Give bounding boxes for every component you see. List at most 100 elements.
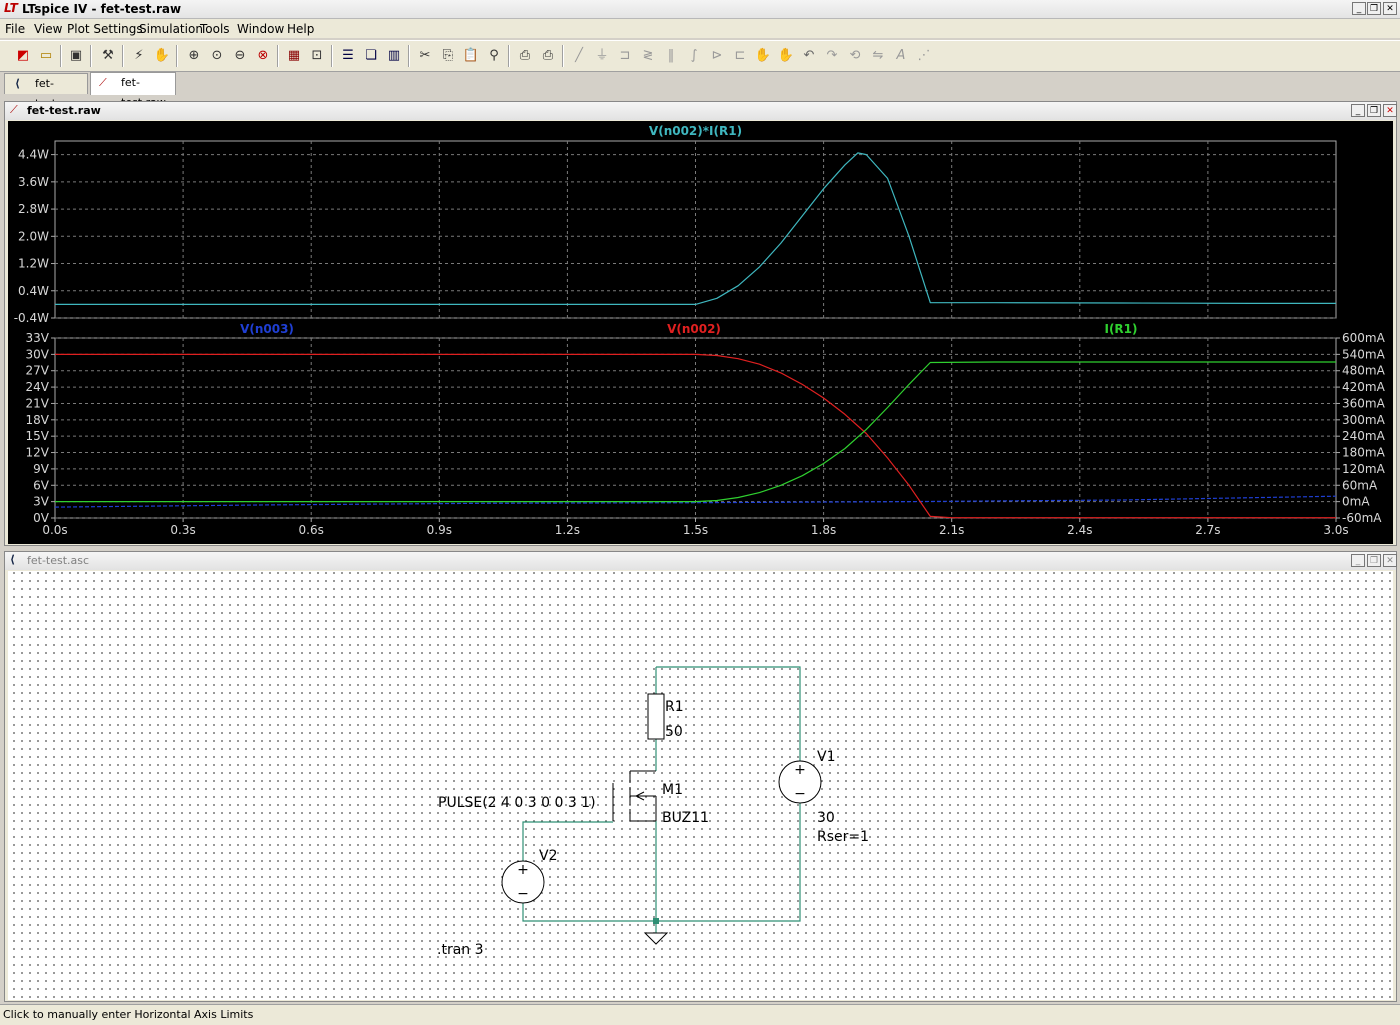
label-net-icon[interactable]: ⊐	[619, 48, 631, 63]
ground-icon[interactable]: ⏚	[595, 48, 609, 63]
menu-tools[interactable]: Tools	[200, 22, 230, 36]
plot-minimize-button[interactable]: _	[1351, 104, 1365, 117]
tab-fet-test-asc[interactable]: ⟨ fet-test.asc	[4, 73, 88, 110]
plot-restore-button[interactable]: ❐	[1367, 104, 1381, 117]
right-y-tick-label: 240mA	[1342, 429, 1386, 443]
ground-icon[interactable]	[643, 932, 669, 945]
power-trace[interactable]	[55, 152, 1336, 305]
wire-top[interactable]	[656, 666, 801, 761]
v1-source[interactable]: + −	[778, 760, 822, 804]
zoom-out-icon[interactable]: ⊖	[234, 48, 246, 63]
plot-close-button[interactable]: ✕	[1383, 104, 1397, 117]
cut-icon[interactable]: ✂	[419, 48, 431, 63]
zoom-cancel-icon[interactable]: ⊗	[257, 48, 269, 63]
tile-horizontal-icon[interactable]: ☰	[342, 48, 354, 63]
control-panel-icon[interactable]: ⚒	[102, 48, 114, 63]
move-icon[interactable]: ✋	[754, 48, 772, 63]
cascade-icon[interactable]: ❏	[365, 48, 377, 63]
paste-icon[interactable]: 📋	[462, 48, 480, 63]
trace-vn003[interactable]	[54, 495, 1337, 508]
tab-fet-test-raw[interactable]: ⟋ fet-test.raw	[90, 72, 176, 109]
menu-simulation[interactable]: Simulation	[139, 22, 203, 36]
menu-help[interactable]: Help	[287, 22, 315, 36]
power-y-tick-label: 1.2W	[18, 257, 49, 271]
schematic-drawing[interactable]: + − + − R1 50 M1 BUZ11 V1 30 Rser=1 V2 P…	[8, 571, 1393, 1000]
x-tick-label: 0.3s	[170, 523, 195, 537]
v2-source[interactable]: + −	[501, 860, 545, 904]
trace-vn002[interactable]	[55, 353, 1336, 519]
new-schematic-icon[interactable]: ◩	[16, 48, 30, 63]
fit-icon[interactable]: ⊡	[311, 48, 323, 63]
trace-label-vn002[interactable]: V(n002)	[667, 322, 721, 336]
v1-name-label: V1	[817, 749, 835, 765]
r1-resistor[interactable]	[647, 693, 665, 740]
schematic-restore-button[interactable]: ❐	[1367, 554, 1381, 567]
waveform-plots[interactable]: 4.4W3.6W2.8W2.0W1.2W0.4W-0.4WV(n002)*I(R…	[8, 121, 1393, 544]
copy-icon[interactable]: ⎘	[442, 48, 454, 63]
schematic-minimize-button[interactable]: _	[1351, 554, 1365, 567]
autorange-icon[interactable]: ▦	[287, 48, 301, 63]
capacitor-icon[interactable]: ‖	[667, 48, 675, 63]
wires[interactable]	[522, 666, 801, 933]
zoom-in-icon[interactable]: ⊕	[188, 48, 200, 63]
component-icon[interactable]: ⊏	[734, 48, 746, 63]
mirror-icon[interactable]: ⇋	[872, 48, 884, 63]
redo-icon[interactable]: ↷	[826, 48, 838, 63]
text-icon[interactable]: A	[896, 48, 906, 63]
menu-window[interactable]: Window	[237, 22, 285, 36]
menu-view[interactable]: View	[34, 22, 63, 36]
trace-label-vn003[interactable]: V(n003)	[240, 322, 294, 336]
run-icon[interactable]: ⚡	[134, 48, 144, 63]
zoom-area-icon[interactable]: ⊙	[211, 48, 223, 63]
x-tick-label: 0.6s	[299, 523, 324, 537]
left-y-tick-label: 12V	[26, 446, 50, 460]
document-tabs: ⟨ fet-test.asc ⟋ fet-test.raw	[0, 72, 1400, 110]
open-icon[interactable]: ▭	[39, 48, 53, 63]
schematic-canvas[interactable]: + − + − R1 50 M1 BUZ11 V1 30 Rser=1 V2 P…	[8, 571, 1393, 1000]
trace-ir1[interactable]	[55, 361, 1336, 503]
spice-directive[interactable]: .tran 3	[437, 942, 484, 958]
wire-v1-gnd[interactable]	[656, 803, 801, 922]
menu-file[interactable]: File	[5, 22, 26, 36]
title-bar: LT LTspice IV - fet-test.raw _ ❐ ✕	[0, 0, 1400, 19]
undo-icon[interactable]: ↶	[803, 48, 815, 63]
svg-text:−: −	[517, 886, 529, 902]
right-y-tick-label: 420mA	[1342, 380, 1386, 394]
m1-mosfet[interactable]	[612, 770, 657, 822]
left-y-tick-label: 6V	[33, 478, 50, 492]
restore-button[interactable]: ❐	[1367, 2, 1381, 15]
inductor-icon[interactable]: ∫	[690, 48, 698, 63]
drag-icon[interactable]: ✋	[777, 48, 795, 63]
pan-hand-icon[interactable]: ✋	[153, 48, 171, 63]
minimize-button[interactable]: _	[1352, 2, 1366, 15]
close-button[interactable]: ✕	[1383, 2, 1397, 15]
wire-gate[interactable]	[522, 821, 613, 861]
x-tick-label: 2.1s	[939, 523, 964, 537]
wire-icon[interactable]: ╱	[575, 48, 583, 63]
resistor-icon[interactable]: ≷	[642, 48, 654, 63]
svg-text:−: −	[794, 786, 806, 802]
tile-vertical-icon[interactable]: ▥	[387, 48, 401, 63]
x-tick-label: 3.0s	[1323, 523, 1348, 537]
right-y-tick-label: 360mA	[1342, 396, 1386, 410]
menu-plot-settings[interactable]: Plot Settings	[67, 22, 143, 36]
find-icon[interactable]: ⚲	[489, 48, 499, 63]
spice-directive-icon[interactable]: ⋰	[917, 48, 931, 63]
save-icon[interactable]: ▣	[69, 48, 83, 63]
trace-label-ir1[interactable]: I(R1)	[1104, 322, 1137, 336]
power-trace-label[interactable]: V(n002)*I(R1)	[649, 124, 742, 138]
rotate-icon[interactable]: ⟲	[849, 48, 861, 63]
x-tick-label: 1.2s	[555, 523, 580, 537]
right-y-tick-label: 180mA	[1342, 446, 1386, 460]
print-icon[interactable]: ⎙	[542, 48, 554, 63]
right-y-tick-label: 0mA	[1342, 495, 1370, 509]
x-tick-label: 1.5s	[683, 523, 708, 537]
wire-v2-gnd[interactable]	[522, 903, 656, 922]
schematic-window-header: ⟨ fet-test.asc _ ❐ ✕	[5, 552, 1397, 570]
power-pane[interactable]: 4.4W3.6W2.8W2.0W1.2W0.4W-0.4WV(n002)*I(R…	[14, 124, 1337, 325]
diode-icon[interactable]: ⊳	[711, 48, 723, 63]
print-setup-icon[interactable]: ⎙	[519, 48, 531, 63]
schematic-close-button[interactable]: ✕	[1383, 554, 1397, 567]
